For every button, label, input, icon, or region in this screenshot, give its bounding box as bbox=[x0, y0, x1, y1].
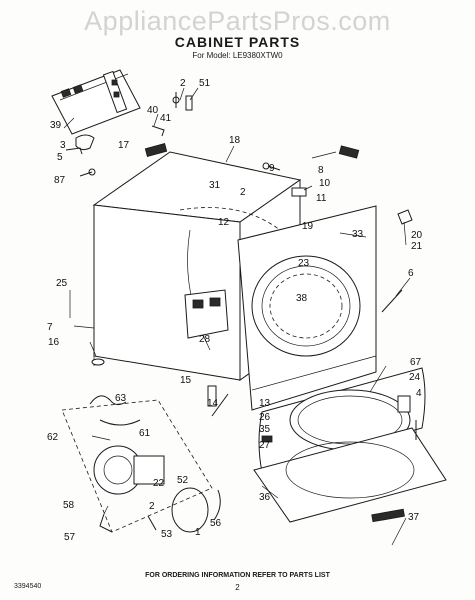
callout-label: 31 bbox=[209, 180, 221, 191]
document-number: 3394540 bbox=[14, 583, 42, 590]
ordering-note: FOR ORDERING INFORMATION REFER TO PARTS … bbox=[145, 572, 330, 579]
callout-label: 28 bbox=[199, 334, 211, 345]
callout-label: 27 bbox=[259, 440, 271, 451]
callout-label: 58 bbox=[63, 500, 75, 511]
callout-label: 37 bbox=[408, 512, 420, 523]
page-title: CABINET PARTS bbox=[174, 34, 301, 50]
callout-label: 38 bbox=[296, 293, 308, 304]
callout-label: 35 bbox=[259, 424, 271, 435]
callout-label: 19 bbox=[302, 221, 314, 232]
callout-label: 16 bbox=[48, 337, 60, 348]
callout-label: 14 bbox=[207, 398, 219, 409]
callout-label: 11 bbox=[316, 193, 327, 204]
callout-label: 4 bbox=[416, 388, 422, 399]
callout-label: 53 bbox=[161, 529, 173, 540]
door-assembly bbox=[253, 367, 447, 523]
callout-label: 12 bbox=[218, 217, 230, 228]
callout-label: 17 bbox=[118, 140, 130, 151]
door-switch-parts bbox=[262, 145, 413, 313]
motor-assembly bbox=[61, 395, 221, 533]
callout-label: 41 bbox=[160, 113, 172, 124]
callout-label: 1 bbox=[195, 527, 201, 538]
callout-label: 21 bbox=[411, 241, 423, 252]
callout-label: 52 bbox=[177, 475, 189, 486]
callout-label: 2 bbox=[149, 501, 155, 512]
callout-label: 8 bbox=[318, 165, 324, 176]
callout-label: 5 bbox=[57, 152, 63, 163]
callout-label: 62 bbox=[47, 432, 59, 443]
control-bracket bbox=[51, 69, 141, 135]
leader-lines bbox=[63, 87, 411, 546]
callout-label: 9 bbox=[269, 163, 275, 174]
callout-label: 2 bbox=[240, 187, 246, 198]
callout-label: 33 bbox=[352, 229, 364, 240]
watermark: AppliancePartsPros.com bbox=[84, 6, 391, 36]
callout-label: 57 bbox=[64, 532, 76, 543]
callout-label: 63 bbox=[115, 393, 127, 404]
callout-label: 61 bbox=[139, 428, 151, 439]
lower-cabinet-parts bbox=[207, 385, 273, 443]
front-panel bbox=[237, 205, 377, 411]
callout-label: 23 bbox=[298, 258, 310, 269]
callout-label: 87 bbox=[54, 175, 66, 186]
callout-labels: 2 51 39 40 41 18 3 17 5 87 9 8 10 31 2 1… bbox=[47, 78, 423, 543]
callout-label: 22 bbox=[153, 478, 165, 489]
callout-label: 26 bbox=[259, 412, 271, 423]
callout-label: 20 bbox=[411, 230, 423, 241]
callout-label: 67 bbox=[410, 357, 422, 368]
callout-label: 6 bbox=[408, 268, 414, 279]
callout-label: 25 bbox=[56, 278, 68, 289]
callout-label: 56 bbox=[210, 518, 222, 529]
callout-label: 2 bbox=[180, 78, 186, 89]
callout-label: 18 bbox=[229, 135, 241, 146]
callout-label: 13 bbox=[259, 398, 271, 409]
page-number: 2 bbox=[235, 583, 240, 592]
callout-label: 24 bbox=[409, 372, 421, 383]
callout-label: 39 bbox=[50, 120, 62, 131]
callout-label: 40 bbox=[147, 105, 159, 116]
callout-label: 36 bbox=[259, 492, 271, 503]
callout-label: 51 bbox=[199, 78, 211, 89]
callout-label: 3 bbox=[60, 140, 66, 151]
timer-knob-parts bbox=[65, 92, 193, 177]
callout-label: 15 bbox=[180, 375, 192, 386]
callout-label: 7 bbox=[47, 322, 53, 333]
callout-label: 10 bbox=[319, 178, 331, 189]
model-subtitle: For Model: LE9380XTW0 bbox=[192, 51, 283, 60]
